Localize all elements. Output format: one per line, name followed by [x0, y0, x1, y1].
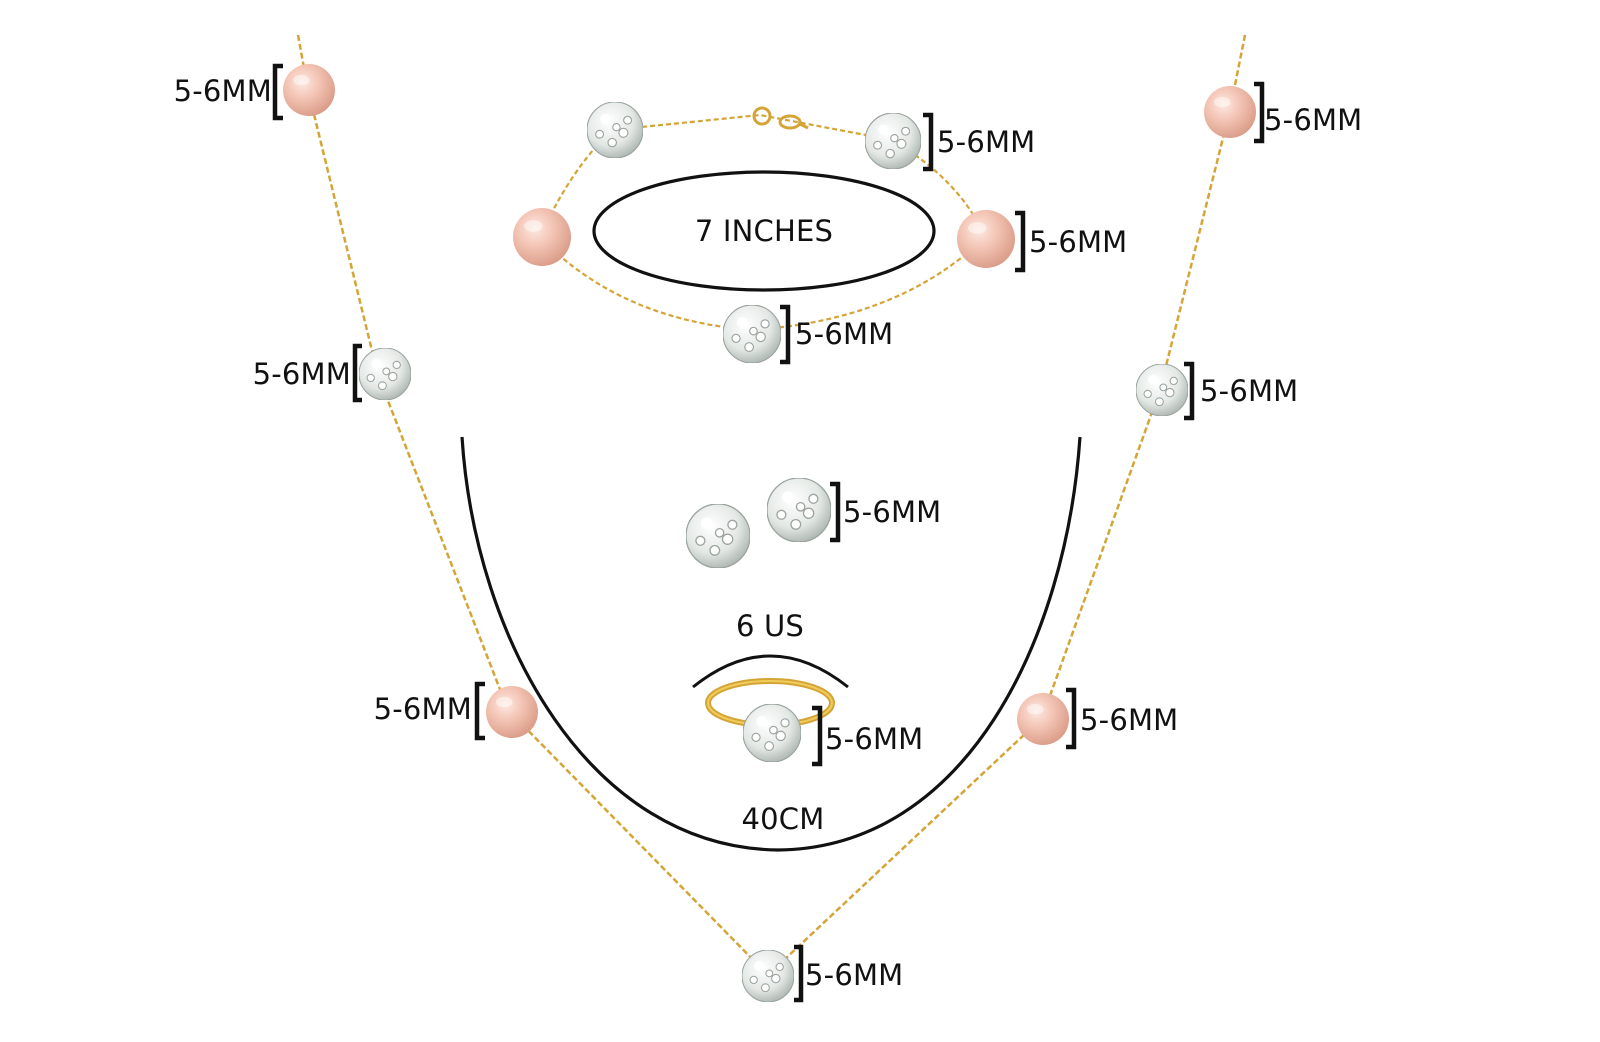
bracelet-length-ellipse	[592, 170, 936, 292]
pearl-bead-icon	[1204, 86, 1256, 138]
bracket-icon	[780, 304, 791, 365]
pearl-bead-icon	[957, 210, 1015, 268]
necklace-pearl-size-label: 5-6MM	[373, 692, 472, 726]
earring-crystal-icon	[686, 504, 750, 568]
pearl-bead-icon	[486, 686, 538, 738]
necklace-crystal-size-label: 5-6MM	[805, 958, 904, 992]
bracelet-length-label: 7 INCHES	[694, 214, 834, 248]
bracket-icon	[923, 112, 934, 172]
bracket-icon	[1015, 210, 1026, 273]
crystal-ball-bead-icon	[742, 950, 794, 1002]
crystal-ball-bead-icon	[587, 102, 643, 158]
earring-crystal-icon	[767, 478, 831, 542]
necklace-pearl-size-label: 5-6MM	[173, 74, 272, 108]
pearl-bead-icon	[1017, 693, 1069, 745]
necklace-pearl-size-label: 5-6MM	[1264, 103, 1363, 137]
ring-size-arc	[692, 654, 849, 689]
necklace-length-curve	[460, 436, 1082, 852]
spring-ring-clasp-icon	[752, 106, 809, 130]
bracelet-crystal-size-label: 5-6MM	[937, 125, 1036, 159]
necklace-crystal-size-label: 5-6MM	[252, 357, 351, 391]
bracket-icon	[1066, 687, 1077, 750]
crystal-ball-bead-icon	[1136, 364, 1188, 416]
bracelet-pearl-size-label: 5-6MM	[1029, 225, 1128, 259]
crystal-ball-bead-icon	[359, 348, 411, 400]
crystal-ball-bead-icon	[723, 305, 781, 363]
necklace-crystal-size-label: 5-6MM	[1200, 374, 1299, 408]
bracket-icon	[352, 343, 362, 403]
bracket-icon	[474, 681, 485, 741]
necklace-length-label: 40CM	[741, 802, 825, 836]
bracelet-chain	[538, 113, 987, 332]
necklace-pearl-size-label: 5-6MM	[1080, 703, 1179, 737]
pearl-bead-icon	[513, 208, 571, 266]
bracket-icon	[1254, 81, 1265, 144]
pearl-bead-icon	[283, 64, 335, 116]
bracket-icon	[272, 63, 283, 121]
bracket-icon	[1184, 361, 1195, 421]
bracket-icon	[812, 705, 823, 767]
bracelet-crystal-size-label: 5-6MM	[795, 317, 894, 351]
bracket-icon	[794, 944, 804, 1003]
ring-crystal-size-label: 5-6MM	[825, 722, 924, 756]
crystal-ball-bead-icon	[865, 113, 921, 169]
bracket-icon	[830, 481, 841, 543]
ring-crystal-icon	[743, 704, 801, 762]
measurement-brackets	[272, 63, 1265, 1003]
ring-size-label: 6 US	[735, 609, 805, 643]
earring-size-label: 5-6MM	[843, 495, 942, 529]
